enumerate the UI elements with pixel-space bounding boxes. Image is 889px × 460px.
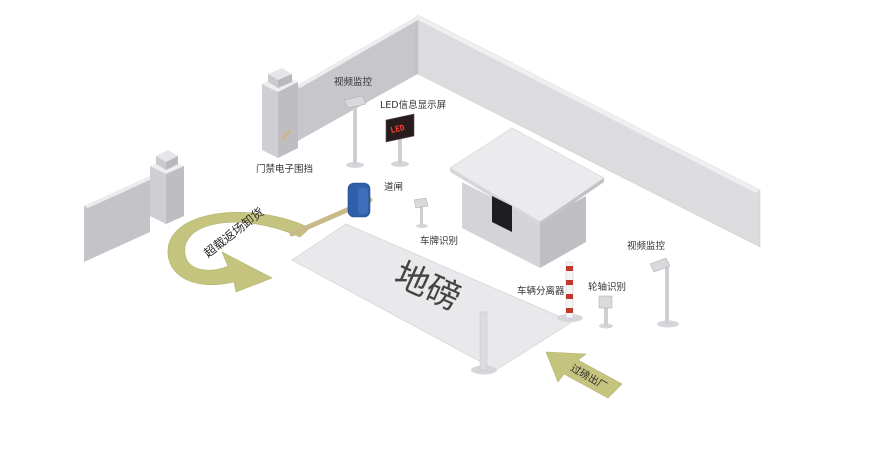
guard-house xyxy=(449,127,605,268)
plate-camera-icon xyxy=(413,197,429,209)
label-axle-recognition: 轮轴识别 xyxy=(588,281,626,293)
plate-recognition-camera xyxy=(413,197,429,228)
perimeter-wall-right xyxy=(414,14,761,248)
gate-pillar-left xyxy=(150,150,184,224)
label-gate-fence: 门禁电子围挡 xyxy=(256,163,313,175)
axle-sensor-icon xyxy=(598,295,613,309)
led-display-board: LED xyxy=(385,113,415,167)
label-plate-recognition: 车牌识别 xyxy=(420,235,458,247)
barrier-gate xyxy=(289,182,373,237)
video-camera-icon xyxy=(649,257,671,273)
video-camera-icon xyxy=(343,95,367,109)
exit-arrow: 过磅出厂 xyxy=(545,351,623,399)
label-barrier: 道闸 xyxy=(384,181,403,193)
front-bollard xyxy=(471,311,497,375)
perimeter-wall-back xyxy=(296,18,418,142)
led-display-text: LED xyxy=(390,123,406,135)
label-vehicle-separator: 车辆分离器 xyxy=(517,285,565,297)
label-video-monitor-right: 视频监控 xyxy=(627,240,666,252)
gate-pillar-right xyxy=(262,68,298,158)
video-camera-pole-top xyxy=(343,95,367,168)
overload-return-arrow: 超载返场卸货 xyxy=(167,204,311,293)
perimeter-wall-left xyxy=(84,176,154,262)
label-led-screen: LED信息显示屏 xyxy=(380,99,446,111)
axle-recognition-sensor xyxy=(598,295,613,329)
video-camera-pole-right xyxy=(649,257,679,328)
vehicle-separator xyxy=(557,261,583,322)
label-video-monitor-top: 视频监控 xyxy=(334,76,373,88)
guard-house-window xyxy=(492,196,512,232)
